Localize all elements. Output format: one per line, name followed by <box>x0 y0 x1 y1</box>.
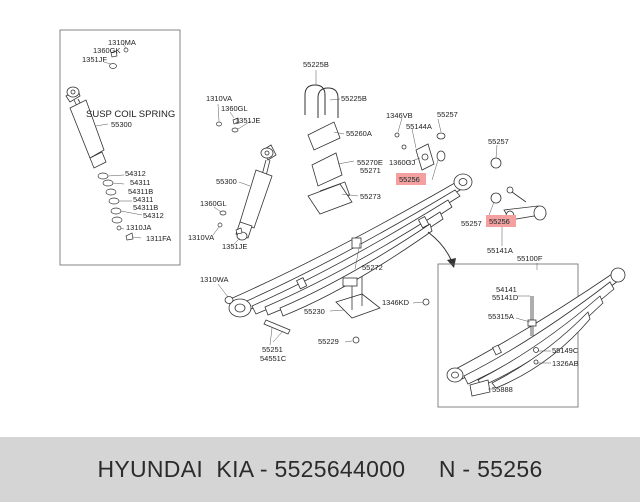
label-susp-coil-spring: SUSP COIL SPRING <box>86 109 175 120</box>
label-55271: 55271 <box>360 166 381 175</box>
label-55315a: 55315A <box>488 312 514 321</box>
shock-small-parts <box>216 117 243 235</box>
label-1326ab: 1326AB <box>552 359 579 368</box>
highlight-55256-b <box>486 215 516 227</box>
label-55225b-top: 55225B <box>303 60 329 69</box>
rear-suspension-exploded-diagram: 1310MA 1360GK 1351JF SUSP COIL SPRING 55… <box>59 29 626 408</box>
label-54311b-a: 54311B <box>128 187 153 196</box>
label-55257-a: 55257 <box>437 110 458 119</box>
label-1351je: 1351JE <box>235 116 260 125</box>
inset-small-parts <box>97 47 134 241</box>
part-number-footer: HYUNDAI KIA - 5525644000 N - 55256 <box>0 437 640 502</box>
highlight-55256-a <box>396 173 426 185</box>
label-55229: 55229 <box>318 337 339 346</box>
inset-leaf-spring <box>446 267 626 397</box>
inset-shock-absorber <box>65 86 107 169</box>
label-55141d: 55141D <box>492 293 519 302</box>
label-1360gj: 1360GJ <box>389 158 416 167</box>
label-1310va-b: 1310VA <box>188 233 214 242</box>
detail-arrow <box>427 231 453 263</box>
label-55272: 55272 <box>362 263 383 272</box>
label-55141a: 55141A <box>487 246 513 255</box>
label-1310ma: 1310MA <box>108 38 136 47</box>
main-leaf-spring <box>227 173 473 318</box>
label-55257-b: 55257 <box>488 137 509 146</box>
label-54311-b: 54311 <box>133 195 153 204</box>
label-1360gl-b: 1360GL <box>200 199 227 208</box>
label-55260a: 55260A <box>346 129 372 138</box>
label-1310va: 1310VA <box>206 94 232 103</box>
axle-parts <box>307 121 430 344</box>
label-54311-a: 54311 <box>130 178 150 187</box>
shock-absorber <box>235 144 277 241</box>
part-number-text: HYUNDAI KIA - 5525644000 N - 55256 <box>97 456 543 482</box>
label-1346kd: 1346KD <box>382 298 410 307</box>
label-55300-inset: 55300 <box>111 120 132 129</box>
shock-absorber-inset-frame <box>59 29 181 266</box>
label-55256-highlighted-b: 55256 <box>489 217 510 226</box>
label-55251: 55251 <box>262 345 283 354</box>
end-bushing-parts <box>224 296 291 335</box>
label-55144a: 55144A <box>406 122 432 131</box>
label-55888: 55888 <box>492 385 513 394</box>
label-1351je-b: 1351JE <box>222 242 247 251</box>
shackle-bracket-55144a <box>394 132 446 171</box>
label-55256-highlighted-a: 55256 <box>399 175 420 184</box>
inset-right-leader-lines <box>488 263 551 390</box>
detail-arrow-head <box>447 258 456 268</box>
label-1310ja: 1310JA <box>126 223 151 232</box>
label-1310wa: 1310WA <box>200 275 229 284</box>
label-1311fa: 1311FA <box>146 234 171 243</box>
u-bolts-55225b <box>304 84 339 118</box>
label-55100f: 55100F <box>517 254 543 263</box>
shock-leader-lines <box>212 103 252 245</box>
label-55149c: 55149C <box>552 346 579 355</box>
rear-shackle-55141a <box>490 157 547 222</box>
label-54312-b: 54312 <box>143 211 164 220</box>
label-54141: 54141 <box>496 285 517 294</box>
label-55300: 55300 <box>216 177 237 186</box>
inset-leader-lines <box>95 43 143 239</box>
label-1346vb: 1346VB <box>386 111 413 120</box>
label-1351jf: 1351JF <box>82 55 107 64</box>
label-54311b-b: 54311B <box>133 203 158 212</box>
label-55230: 55230 <box>304 307 325 316</box>
label-54551c: 54551C <box>260 354 287 363</box>
label-1360gk: 1360GK <box>93 46 121 55</box>
label-55270e: 55270E <box>357 158 383 167</box>
leaf-spring-inset-frame <box>437 263 579 408</box>
label-55273: 55273 <box>360 192 381 201</box>
label-54312-a: 54312 <box>125 169 146 178</box>
label-55257-c: 55257 <box>461 219 482 228</box>
label-55225b: 55225B <box>341 94 367 103</box>
label-1360gl: 1360GL <box>221 104 248 113</box>
